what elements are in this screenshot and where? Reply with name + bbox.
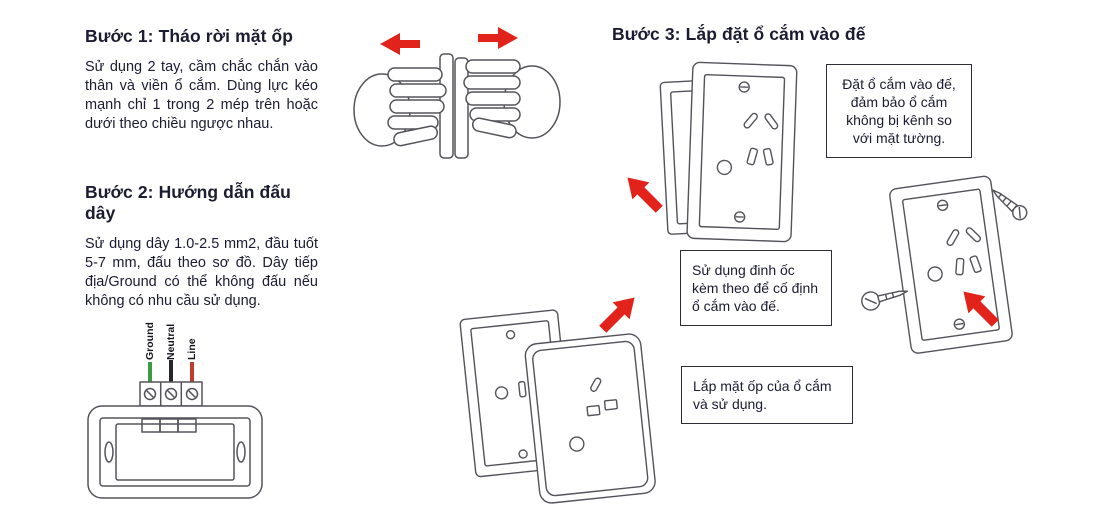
socket-into-base-illustration — [652, 50, 827, 255]
cover-plate — [524, 333, 656, 504]
socket-back-drawing — [87, 360, 263, 499]
socket-body — [686, 61, 798, 243]
step2-title: Bước 2: Hướng dẫn đấu dây — [85, 182, 291, 223]
left-hand — [353, 67, 447, 147]
step1-body: Sử dụng 2 tay, cầm chắc chắn vào thân và… — [85, 59, 318, 132]
callout-place-socket-text: Đặt ổ cắm vào đế, đảm bảo ổ cắm không bị… — [842, 76, 956, 146]
socket-body — [889, 175, 1013, 354]
right-hand — [463, 59, 561, 139]
cover-direction-arrow-icon — [594, 288, 645, 339]
callout-screw-fix-text: Sử dụng đinh ốc kèm theo để cố định ổ cắ… — [692, 262, 819, 314]
socket-module-back — [87, 405, 263, 499]
step1-title: Bước 1: Tháo rời mặt ốp — [85, 26, 294, 46]
screw-fixing-illustration — [852, 172, 1047, 357]
insert-direction-arrow-icon — [618, 168, 669, 219]
terminal-block — [139, 381, 203, 407]
callout-attach-cover-text: Lắp mặt ốp của ổ cắm và sử dụng. — [693, 378, 832, 412]
cover-assembly-drawing — [459, 309, 656, 504]
pull-left-arrow-icon — [380, 33, 420, 55]
socket-into-base-drawing — [659, 61, 798, 243]
remove-cover-drawing — [353, 27, 561, 159]
screw-fixing-drawing — [861, 175, 1028, 354]
step3-title: Bước 3: Lắp đặt ổ cắm vào đế — [612, 24, 866, 44]
wiring-diagram: Ground Neutral Line — [82, 312, 272, 507]
screw-icon — [992, 189, 1028, 221]
step1-section: Bước 1: Tháo rời mặt ốp Sử dụng 2 tay, c… — [85, 26, 318, 134]
wire-label-neutral: Neutral — [165, 323, 177, 360]
step2-body: Sử dụng dây 1.0-2.5 mm2, đầu tuốt 5-7 mm… — [85, 236, 318, 309]
wire-label-line: Line — [186, 338, 198, 360]
cover-assembly-illustration — [450, 286, 665, 508]
step2-section: Bước 2: Hướng dẫn đấu dây Sử dụng dây 1.… — [85, 182, 318, 311]
pull-right-arrow-icon — [478, 27, 518, 49]
remove-cover-illustration — [348, 18, 566, 170]
callout-attach-cover: Lắp mặt ốp của ổ cắm và sử dụng. — [681, 366, 853, 424]
callout-screw-fix: Sử dụng đinh ốc kèm theo để cố định ổ cắ… — [680, 250, 832, 326]
screw-direction-arrow-icon — [954, 282, 1005, 333]
wire-label-ground: Ground — [144, 322, 156, 360]
callout-place-socket: Đặt ổ cắm vào đế, đảm bảo ổ cắm không bị… — [826, 64, 972, 158]
screw-icon — [861, 290, 909, 311]
